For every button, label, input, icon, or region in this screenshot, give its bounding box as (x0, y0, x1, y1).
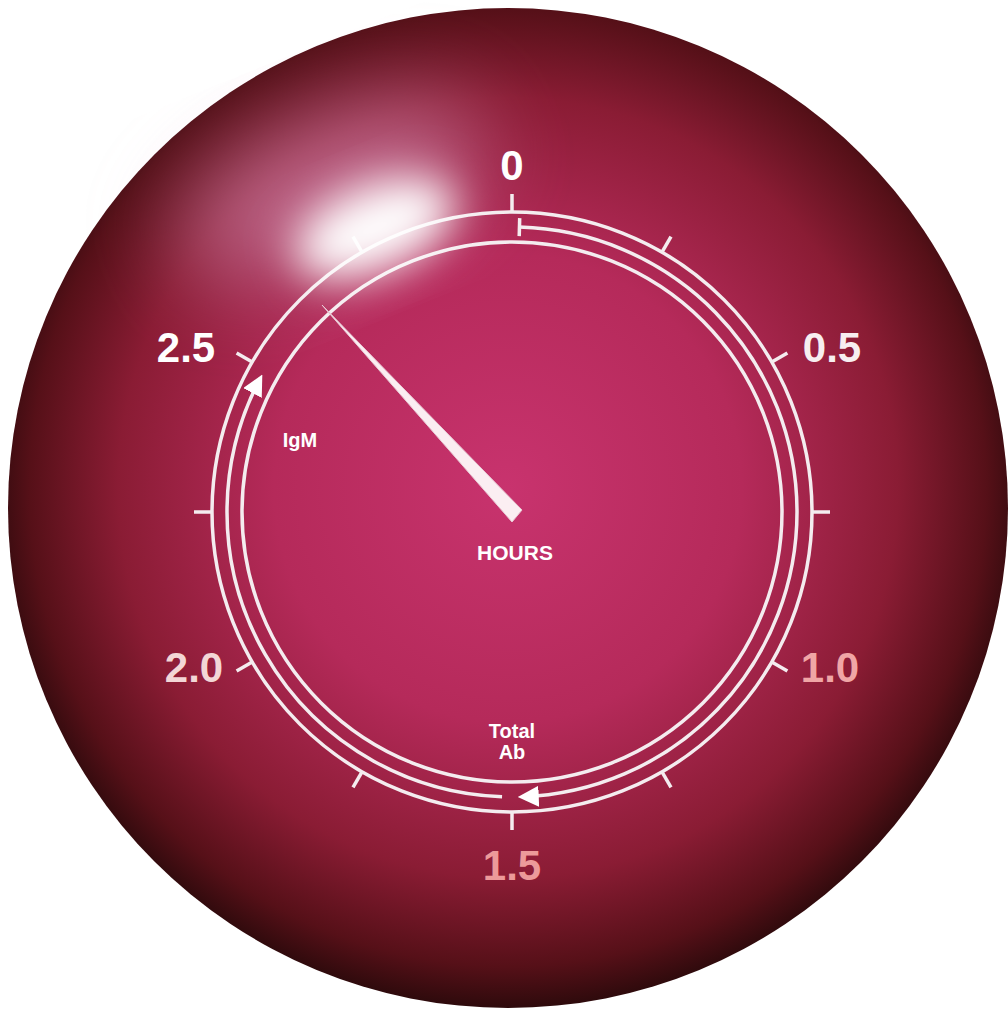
hour-label: 2.5 (157, 326, 215, 370)
hour-label: 1.0 (801, 646, 859, 690)
needle (322, 305, 522, 522)
hour-label: 1.5 (483, 844, 541, 888)
tick-mark (353, 772, 362, 788)
tick-ring (212, 212, 812, 812)
unit-label: HOURS (477, 542, 553, 564)
tick-mark (194, 510, 212, 514)
tick-mark (237, 353, 253, 362)
hour-label: 2.0 (165, 646, 223, 690)
tick-mark (510, 812, 514, 830)
tick-mark (662, 772, 671, 788)
sphere (8, 8, 1008, 1008)
tick-mark (772, 662, 788, 671)
hour-label: 0 (500, 144, 523, 188)
inner-ring (242, 242, 782, 782)
series-label: IgM (283, 430, 317, 451)
total-ab-arrow (519, 227, 797, 797)
igm-arrow (227, 378, 502, 797)
glare (280, 157, 469, 299)
tick-mark (772, 353, 788, 362)
arrow-start-bar (517, 218, 521, 236)
series-label: Total Ab (482, 721, 542, 763)
glare-halo (155, 65, 504, 315)
tick-mark (237, 662, 253, 671)
tick-mark (812, 510, 830, 514)
dial (194, 194, 830, 830)
needle-hand (322, 305, 522, 522)
tick-mark (662, 237, 671, 253)
hour-label: 0.5 (803, 326, 861, 370)
tick-mark (510, 194, 514, 212)
